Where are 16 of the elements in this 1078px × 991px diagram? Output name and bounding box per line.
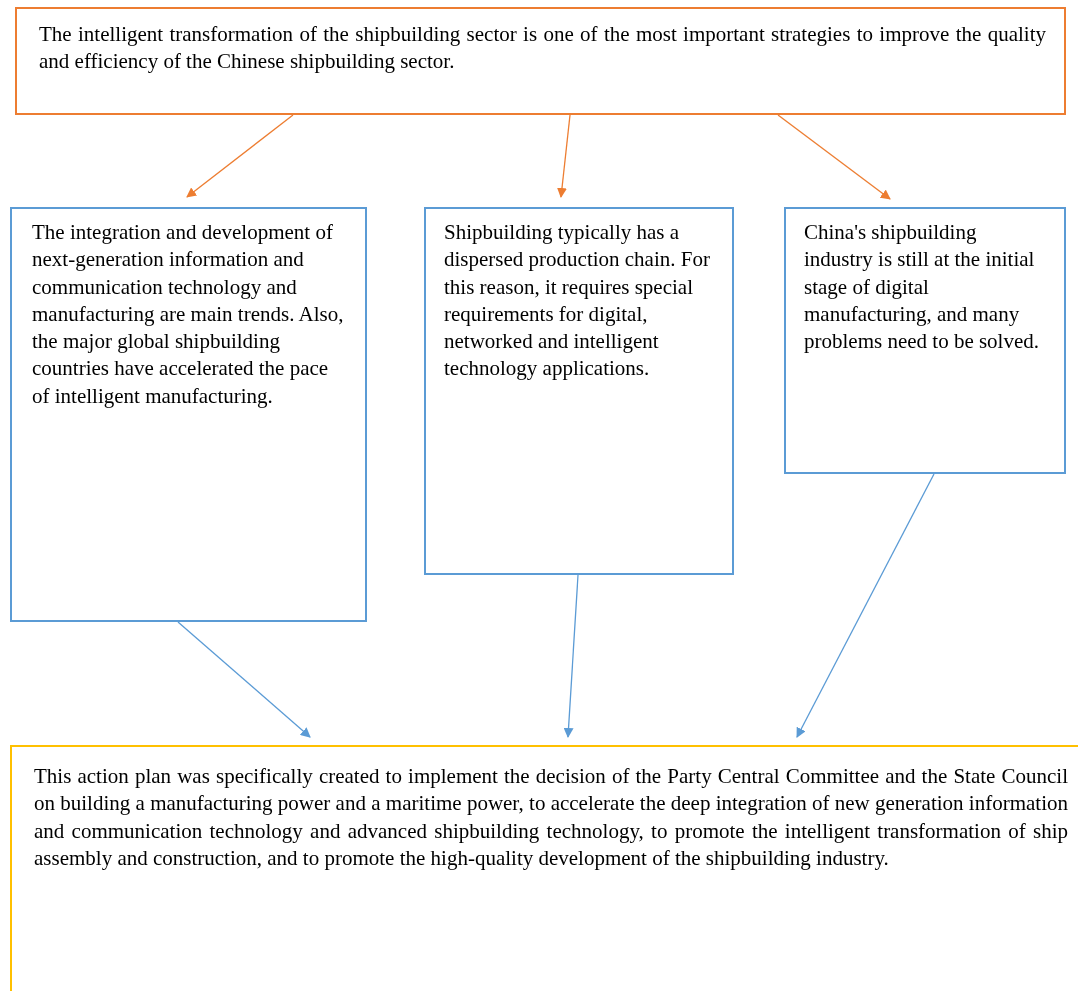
arrow xyxy=(177,621,311,738)
text-box xyxy=(424,207,734,575)
arrow xyxy=(563,574,579,738)
text-box xyxy=(15,7,1066,115)
box-text: This action plan was specifically created to implement the decision of the Party Central Committee and the State Council on building a manufacturing power and a maritime power, to accelerate the deep integration of new generation information and communication technology and advanced shipbuilding technology, to promote the intelligent transformation of ship assembly and construction, and to promote the high-quality development of the shipbuilding industry. xyxy=(34,763,1068,872)
box-text: Shipbuilding typically has a dispersed production chain. For this reason, it requires special requirements for digital, networked and intelligent technology applications. xyxy=(444,219,711,383)
arrow xyxy=(186,114,294,198)
text-box xyxy=(784,207,1066,474)
text-box xyxy=(10,745,1078,991)
arrow xyxy=(796,473,935,738)
text-box xyxy=(10,207,367,622)
box-text: The intelligent transformation of the shipbuilding sector is one of the most important strategies to improve the quality and efficiency of the Chinese shipbuilding sector. xyxy=(39,21,1046,76)
box-text: The integration and development of next-generation information and communication technology and manufacturing are main trends. Also, the major global shipbuilding countries have accelerated the pace of intelligent manufacturing. xyxy=(32,219,345,410)
box-text: China's shipbuilding industry is still at the initial stage of digital manufacturing, and many problems need to be solved. xyxy=(804,219,1041,356)
arrow xyxy=(557,114,571,198)
arrow xyxy=(777,114,891,200)
